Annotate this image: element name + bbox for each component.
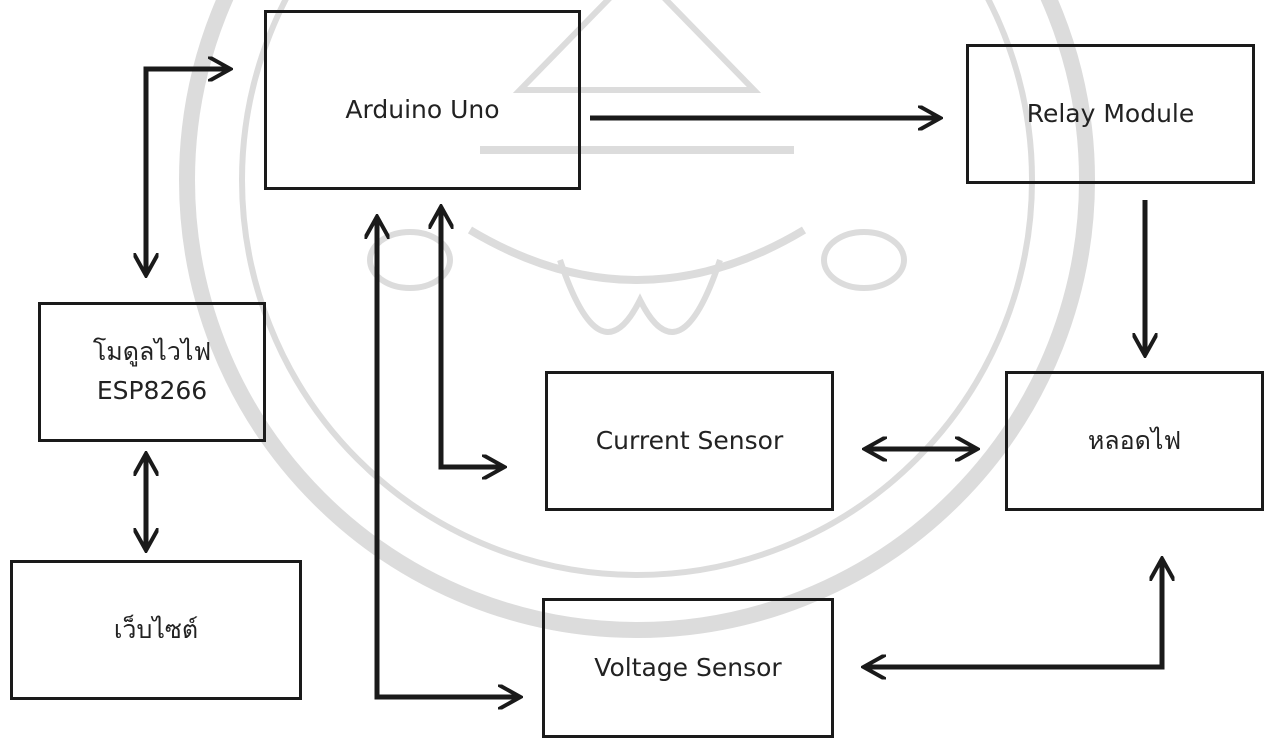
node-relay-module: Relay Module — [966, 44, 1255, 184]
link-arduino-current — [441, 209, 502, 467]
node-label-line1: โมดูลไวไฟ — [93, 333, 211, 372]
node-website: เว็บไซต์ — [10, 560, 302, 700]
node-label: Relay Module — [1027, 95, 1195, 134]
node-label: เว็บไซต์ — [114, 611, 198, 650]
node-label: Arduino Uno — [345, 91, 499, 130]
node-wifi-module: โมดูลไวไฟ ESP8266 — [38, 302, 266, 442]
node-label-line2: ESP8266 — [97, 372, 207, 411]
node-label: Current Sensor — [596, 422, 784, 461]
node-voltage-sensor: Voltage Sensor — [542, 598, 834, 738]
node-label: Voltage Sensor — [594, 649, 781, 688]
link-arduino-voltage — [377, 219, 518, 697]
node-arduino-uno: Arduino Uno — [264, 10, 581, 190]
node-light-bulb: หลอดไฟ — [1005, 371, 1264, 511]
link-arduino-wifi — [146, 69, 228, 273]
link-voltage-bulb — [866, 561, 1162, 667]
node-current-sensor: Current Sensor — [545, 371, 834, 511]
node-label: หลอดไฟ — [1088, 422, 1181, 461]
